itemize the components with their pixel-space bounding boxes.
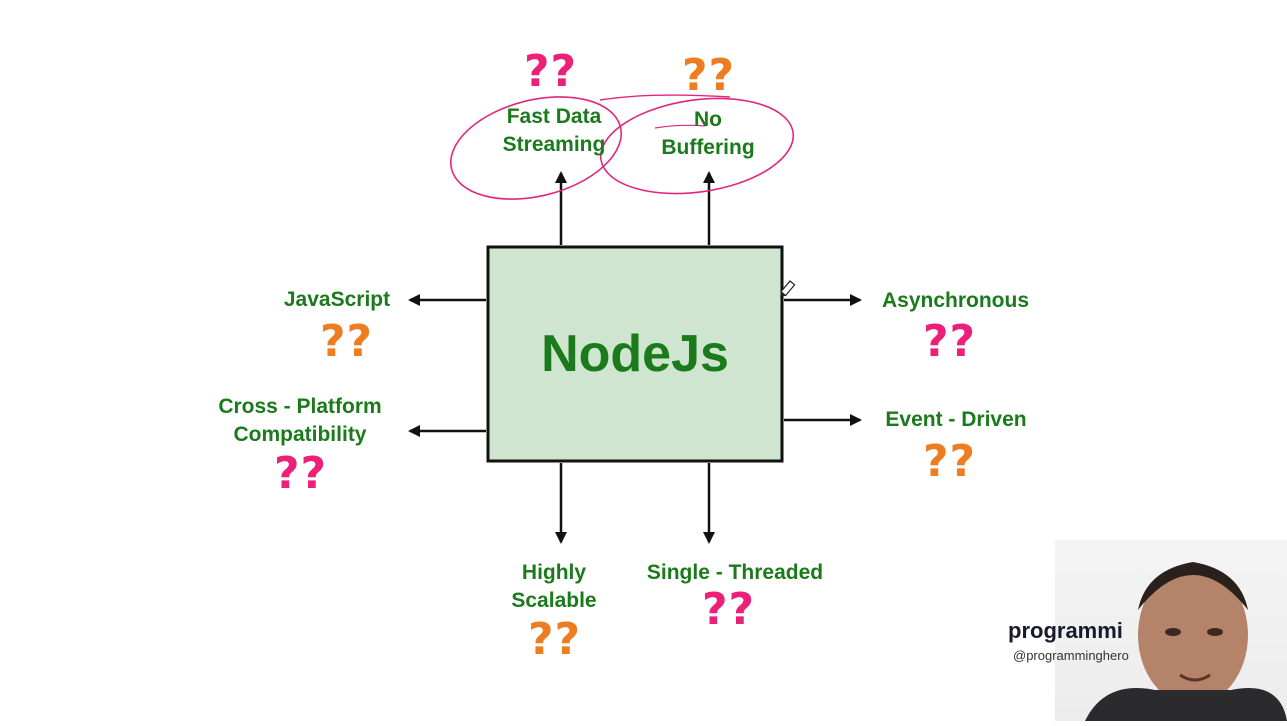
brand-logo: programmi <box>1008 618 1123 643</box>
brand-handle: @programminghero <box>1013 648 1129 663</box>
label-fast-data-streaming: Fast Data Streaming <box>490 103 618 159</box>
question-marks-javascript: ?? <box>320 316 374 367</box>
label-cross-platform: Cross - Platform Compatibility <box>200 393 400 449</box>
nodejs-box <box>486 245 784 463</box>
annotation-circle-no-buffering <box>599 97 795 195</box>
label-asynchronous: Asynchronous <box>881 289 1030 312</box>
label-line: Compatibility <box>233 423 367 446</box>
question-marks-cross-platform: ?? <box>274 448 328 499</box>
label-no-buffering: No Buffering <box>648 106 768 162</box>
pen-cursor-icon <box>780 280 796 298</box>
label-line: Highly <box>521 561 587 584</box>
annotation-stroke <box>654 124 706 129</box>
label-single-threaded: Single - Threaded <box>646 561 824 584</box>
label-javascript: JavaScript <box>283 288 391 311</box>
label-line: Cross - Platform <box>218 395 382 418</box>
annotation-stroke <box>599 94 731 101</box>
question-marks-single-threaded: ?? <box>702 584 756 635</box>
label-event-driven: Event - Driven <box>885 408 1027 431</box>
question-marks-asynchronous: ?? <box>923 316 977 367</box>
label-highly-scalable: Highly Scalable <box>496 559 612 615</box>
question-marks-no-buffering: ?? <box>682 50 736 101</box>
webcam-overlay <box>1055 540 1287 721</box>
label-line: Buffering <box>661 136 755 159</box>
label-line: Fast Data <box>506 105 602 128</box>
presenter-image <box>1085 562 1287 721</box>
question-marks-fast-data: ?? <box>524 46 578 97</box>
label-line: Streaming <box>502 133 606 156</box>
label-line: Scalable <box>511 589 597 612</box>
label-line: No <box>694 108 722 131</box>
nodejs-title: NodeJs <box>541 325 729 383</box>
question-marks-event-driven: ?? <box>923 436 977 487</box>
question-marks-highly-scalable: ?? <box>528 614 582 665</box>
